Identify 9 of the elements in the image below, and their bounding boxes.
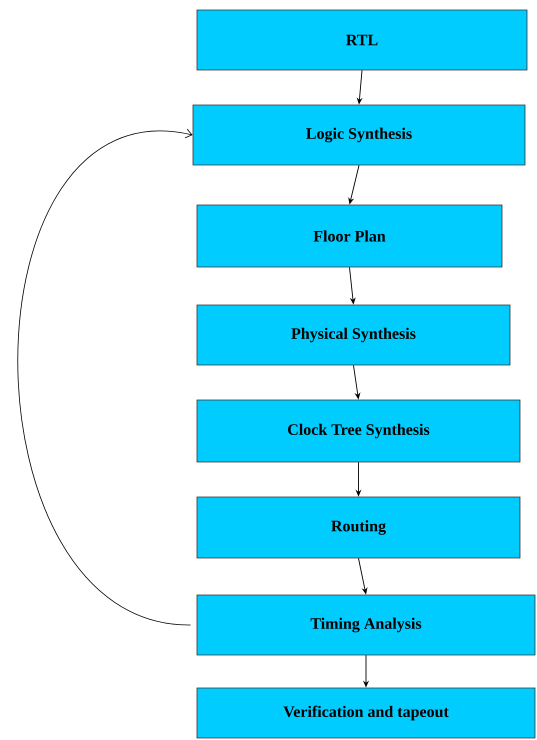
- process-box: Routing: [196, 496, 520, 558]
- process-box: Clock Tree Synthesis: [196, 400, 520, 462]
- process-box: Verification and tapeout: [196, 688, 536, 738]
- feedback-arrow: [17, 128, 193, 626]
- process-box: Floor Plan: [196, 204, 502, 268]
- process-box: Timing Analysis: [196, 594, 536, 656]
- process-box: Logic Synthesis: [192, 104, 526, 166]
- process-box: Physical Synthesis: [196, 304, 510, 366]
- process-box: RTL: [196, 10, 528, 70]
